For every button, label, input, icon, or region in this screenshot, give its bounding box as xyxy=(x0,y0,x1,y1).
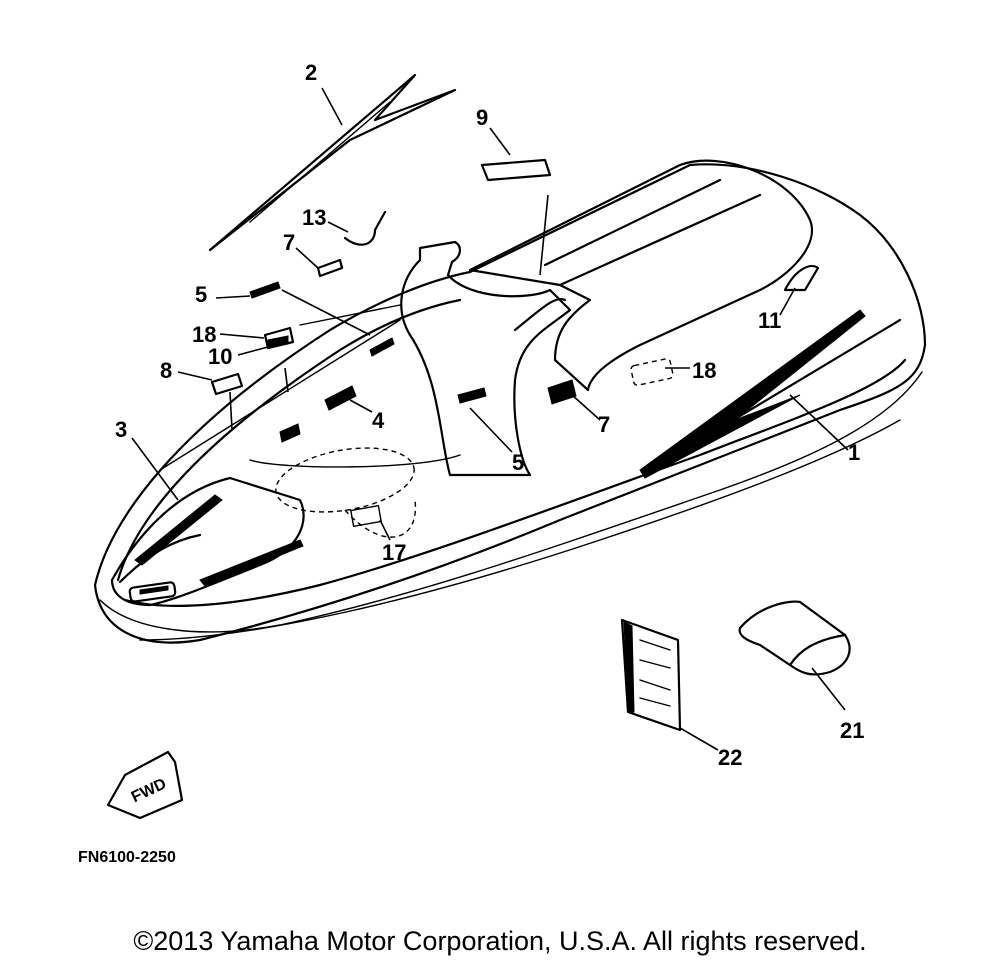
decal-stripe-1 xyxy=(639,309,902,479)
part-22-manual xyxy=(620,618,682,732)
handle-pole xyxy=(400,240,572,477)
callout-1: 1 xyxy=(848,440,860,465)
front-hood xyxy=(110,476,305,607)
callout-2: 2 xyxy=(305,60,317,85)
copyright-notice: ©2013 Yamaha Motor Corporation, U.S.A. A… xyxy=(133,926,867,956)
leader-lines xyxy=(131,87,849,751)
hull-inner-lines xyxy=(159,304,461,471)
callout-18-right: 18 xyxy=(692,358,716,383)
callout-9: 9 xyxy=(476,105,488,130)
small-decals xyxy=(210,158,820,538)
part-21-cover xyxy=(738,600,851,676)
fwd-arrow: FWD xyxy=(106,750,184,820)
callout-10: 10 xyxy=(208,344,232,369)
fwd-label: FWD xyxy=(129,776,169,807)
callout-11: 11 xyxy=(758,308,781,333)
callout-21: 21 xyxy=(840,718,864,743)
callout-8: 8 xyxy=(160,358,172,383)
callout-4: 4 xyxy=(372,408,385,433)
callout-5-upper: 5 xyxy=(195,282,207,307)
diagram-code: FN6100-2250 xyxy=(78,849,176,866)
hull-body xyxy=(93,163,927,644)
callout-22: 22 xyxy=(718,745,742,770)
callouts: 2 9 13 7 5 18 10 8 3 4 5 7 17 11 18 1 21… xyxy=(115,60,864,770)
callout-18-left: 18 xyxy=(192,322,216,347)
callout-3: 3 xyxy=(115,417,127,442)
seat xyxy=(468,159,813,392)
callout-17: 17 xyxy=(382,540,406,565)
callout-7-upper: 7 xyxy=(283,230,295,255)
decal-stripe-2 xyxy=(208,73,457,252)
callout-13: 13 xyxy=(302,205,326,230)
callout-7-lower: 7 xyxy=(598,412,610,437)
callout-5-lower: 5 xyxy=(512,450,524,475)
